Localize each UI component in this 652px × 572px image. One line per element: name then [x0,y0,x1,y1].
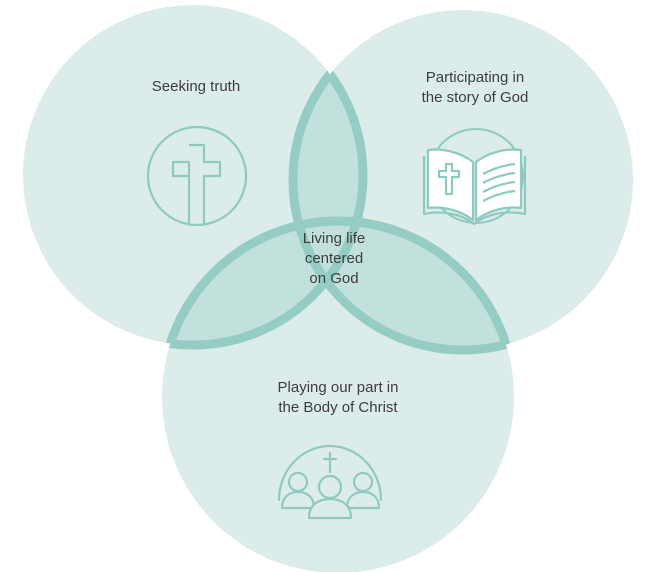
cross-icon [146,125,248,227]
label-center-line-1: Living life [302,230,366,247]
lens-right-bottom [293,221,514,350]
lens-outline-left-right [288,5,368,350]
lens-outline-right-bottom [288,216,519,355]
label-participating-line-1: Participating in [425,69,525,86]
lens-left-bottom [162,221,363,345]
label-playing-our-part: Playing our part in the Body of Christ [218,378,458,418]
label-participating: Participating in the story of God [375,68,575,108]
label-center-line-2: centered [304,250,364,267]
bible-icon [422,128,527,226]
label-playing-our-part-line-2: the Body of Christ [278,399,398,416]
label-center: Living life centered on God [264,229,404,289]
label-seeking-truth: Seeking truth [96,77,296,97]
label-participating-line-2: the story of God [421,89,529,106]
community-icon [277,444,383,520]
label-center-line-3: on God [309,270,359,287]
label-playing-our-part-line-1: Playing our part in [277,379,399,396]
label-seeking-truth-line-1: Seeking truth [151,78,241,95]
